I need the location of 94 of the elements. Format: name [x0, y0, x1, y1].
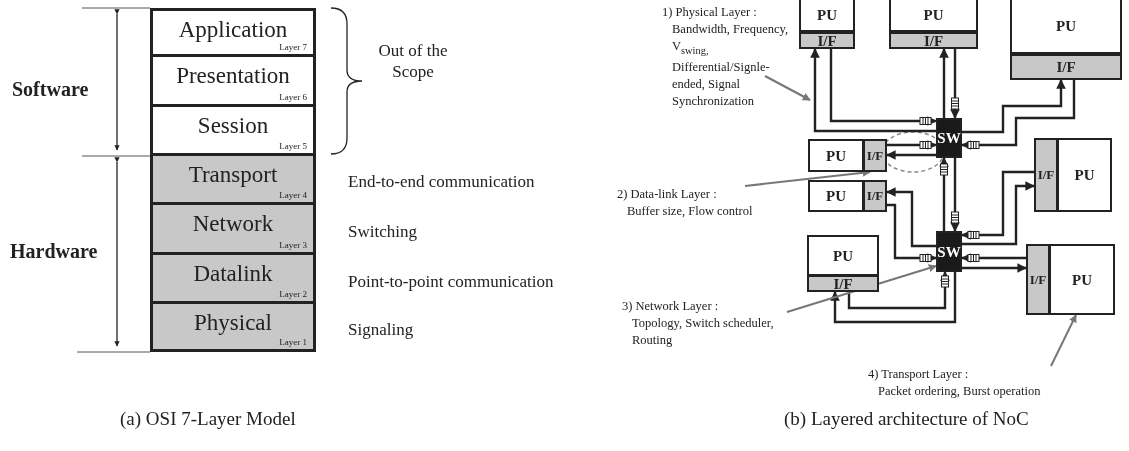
description-text: End-to-end communication — [348, 172, 535, 192]
arrow — [961, 170, 1034, 240]
callout-text: Buffer size, Flow control — [626, 203, 754, 220]
processing-unit-box — [799, 0, 855, 32]
interface-label: I/F — [923, 32, 944, 49]
interface-box — [807, 275, 879, 292]
arrow — [950, 158, 960, 232]
callout-text: Topology, Switch scheduler, Routing — [631, 315, 775, 349]
interface-label: I/F — [817, 32, 837, 49]
callout-heading: 2) Data-link Layer : — [617, 186, 718, 203]
switch-box — [936, 231, 962, 272]
unit-label: PU — [1072, 271, 1092, 288]
processing-unit-box — [1049, 244, 1115, 315]
interface-box — [1034, 138, 1058, 212]
arrow — [810, 48, 936, 133]
processing-unit-box — [808, 139, 864, 172]
leader-line — [1050, 314, 1077, 367]
unit-label: PU — [833, 247, 853, 264]
callout-heading: 1) Physical Layer : — [662, 4, 758, 21]
arrow — [939, 157, 949, 231]
description-text: Signaling — [348, 320, 414, 340]
callout-heading: 3) Network Layer : — [622, 298, 720, 315]
arrow — [830, 272, 957, 324]
caption: (a) OSI 7-Layer Model — [120, 408, 296, 430]
layer-number: Layer 2 — [279, 289, 307, 300]
layer-box — [150, 57, 316, 107]
layer-box — [150, 255, 316, 304]
leader-line — [764, 75, 811, 101]
callout-text: Packet ordering, Burst operation — [877, 383, 1042, 400]
layer-number: Layer 6 — [279, 92, 307, 103]
arrow — [939, 48, 949, 118]
layer-box — [150, 205, 316, 255]
description-text: Switching — [348, 222, 417, 242]
arrow — [961, 80, 1076, 150]
caption: (b) Layered architecture of NoC — [784, 408, 1029, 430]
unit-label: PU — [826, 147, 846, 164]
layer-number: Layer 7 — [279, 42, 307, 53]
interface-label: I/F — [866, 147, 884, 164]
unit-label: PU — [1056, 18, 1076, 34]
arrow — [962, 79, 1066, 134]
interface-label: I/F — [1037, 167, 1055, 183]
layer-name: Presentation — [175, 63, 291, 89]
switch-box — [936, 118, 962, 158]
layer-name: Datalink — [192, 261, 274, 287]
processing-unit-box — [808, 180, 864, 212]
processing-unit-box — [1010, 0, 1122, 54]
arrow — [962, 263, 1027, 273]
interface-box — [1026, 244, 1050, 315]
layer-name: Session — [196, 113, 270, 139]
callout-text: Bandwidth, Frequency, V$_{swing,}$ Differential/Signle-ended, Signal Synchronization — [671, 21, 790, 110]
unit-label: PU — [826, 188, 846, 204]
processing-unit-box — [889, 0, 978, 32]
description-text: Point-to-point communication — [348, 272, 554, 292]
arrow — [962, 181, 1035, 246]
interface-label: I/F — [1029, 271, 1047, 288]
switch-label: SW — [937, 130, 961, 146]
interface-box — [863, 139, 887, 172]
scope-note: Out of the Scope — [377, 40, 449, 82]
interface-label: I/F — [833, 275, 853, 292]
layer-box — [150, 107, 316, 156]
arrow — [887, 140, 937, 150]
layer-box — [150, 304, 316, 352]
arrow — [961, 253, 1026, 263]
processing-unit-box — [1057, 138, 1112, 212]
layer-name: Application — [177, 17, 289, 43]
arrow — [950, 49, 960, 119]
unit-label: PU — [817, 7, 837, 23]
layer-number: Layer 3 — [279, 240, 307, 251]
layer-box — [150, 156, 316, 205]
arrow — [829, 49, 937, 126]
layer-name: Transport — [187, 162, 279, 188]
callout-heading: 4) Transport Layer : — [868, 366, 970, 383]
layer-name: Physical — [193, 310, 273, 336]
interface-label: I/F — [1056, 59, 1076, 75]
layer-number: Layer 4 — [279, 190, 307, 201]
interface-box — [889, 32, 978, 49]
unit-label: PU — [1074, 167, 1095, 183]
interface-box — [863, 180, 887, 212]
interface-box — [1010, 54, 1122, 80]
arrow — [886, 187, 936, 248]
arrow — [847, 271, 950, 310]
layer-box — [150, 8, 316, 57]
switch-label: SW — [937, 243, 961, 260]
layer-number: Layer 5 — [279, 141, 307, 152]
interface-box — [799, 32, 855, 49]
interface-label: I/F — [866, 188, 884, 204]
layer-number: Layer 1 — [279, 337, 307, 348]
arrow — [887, 203, 937, 263]
processing-unit-box — [807, 235, 879, 276]
layer-name: Network — [191, 211, 275, 237]
group-label: Hardware — [10, 240, 98, 263]
unit-label: PU — [923, 7, 944, 23]
group-label: Software — [12, 78, 89, 101]
arrow — [886, 150, 936, 160]
